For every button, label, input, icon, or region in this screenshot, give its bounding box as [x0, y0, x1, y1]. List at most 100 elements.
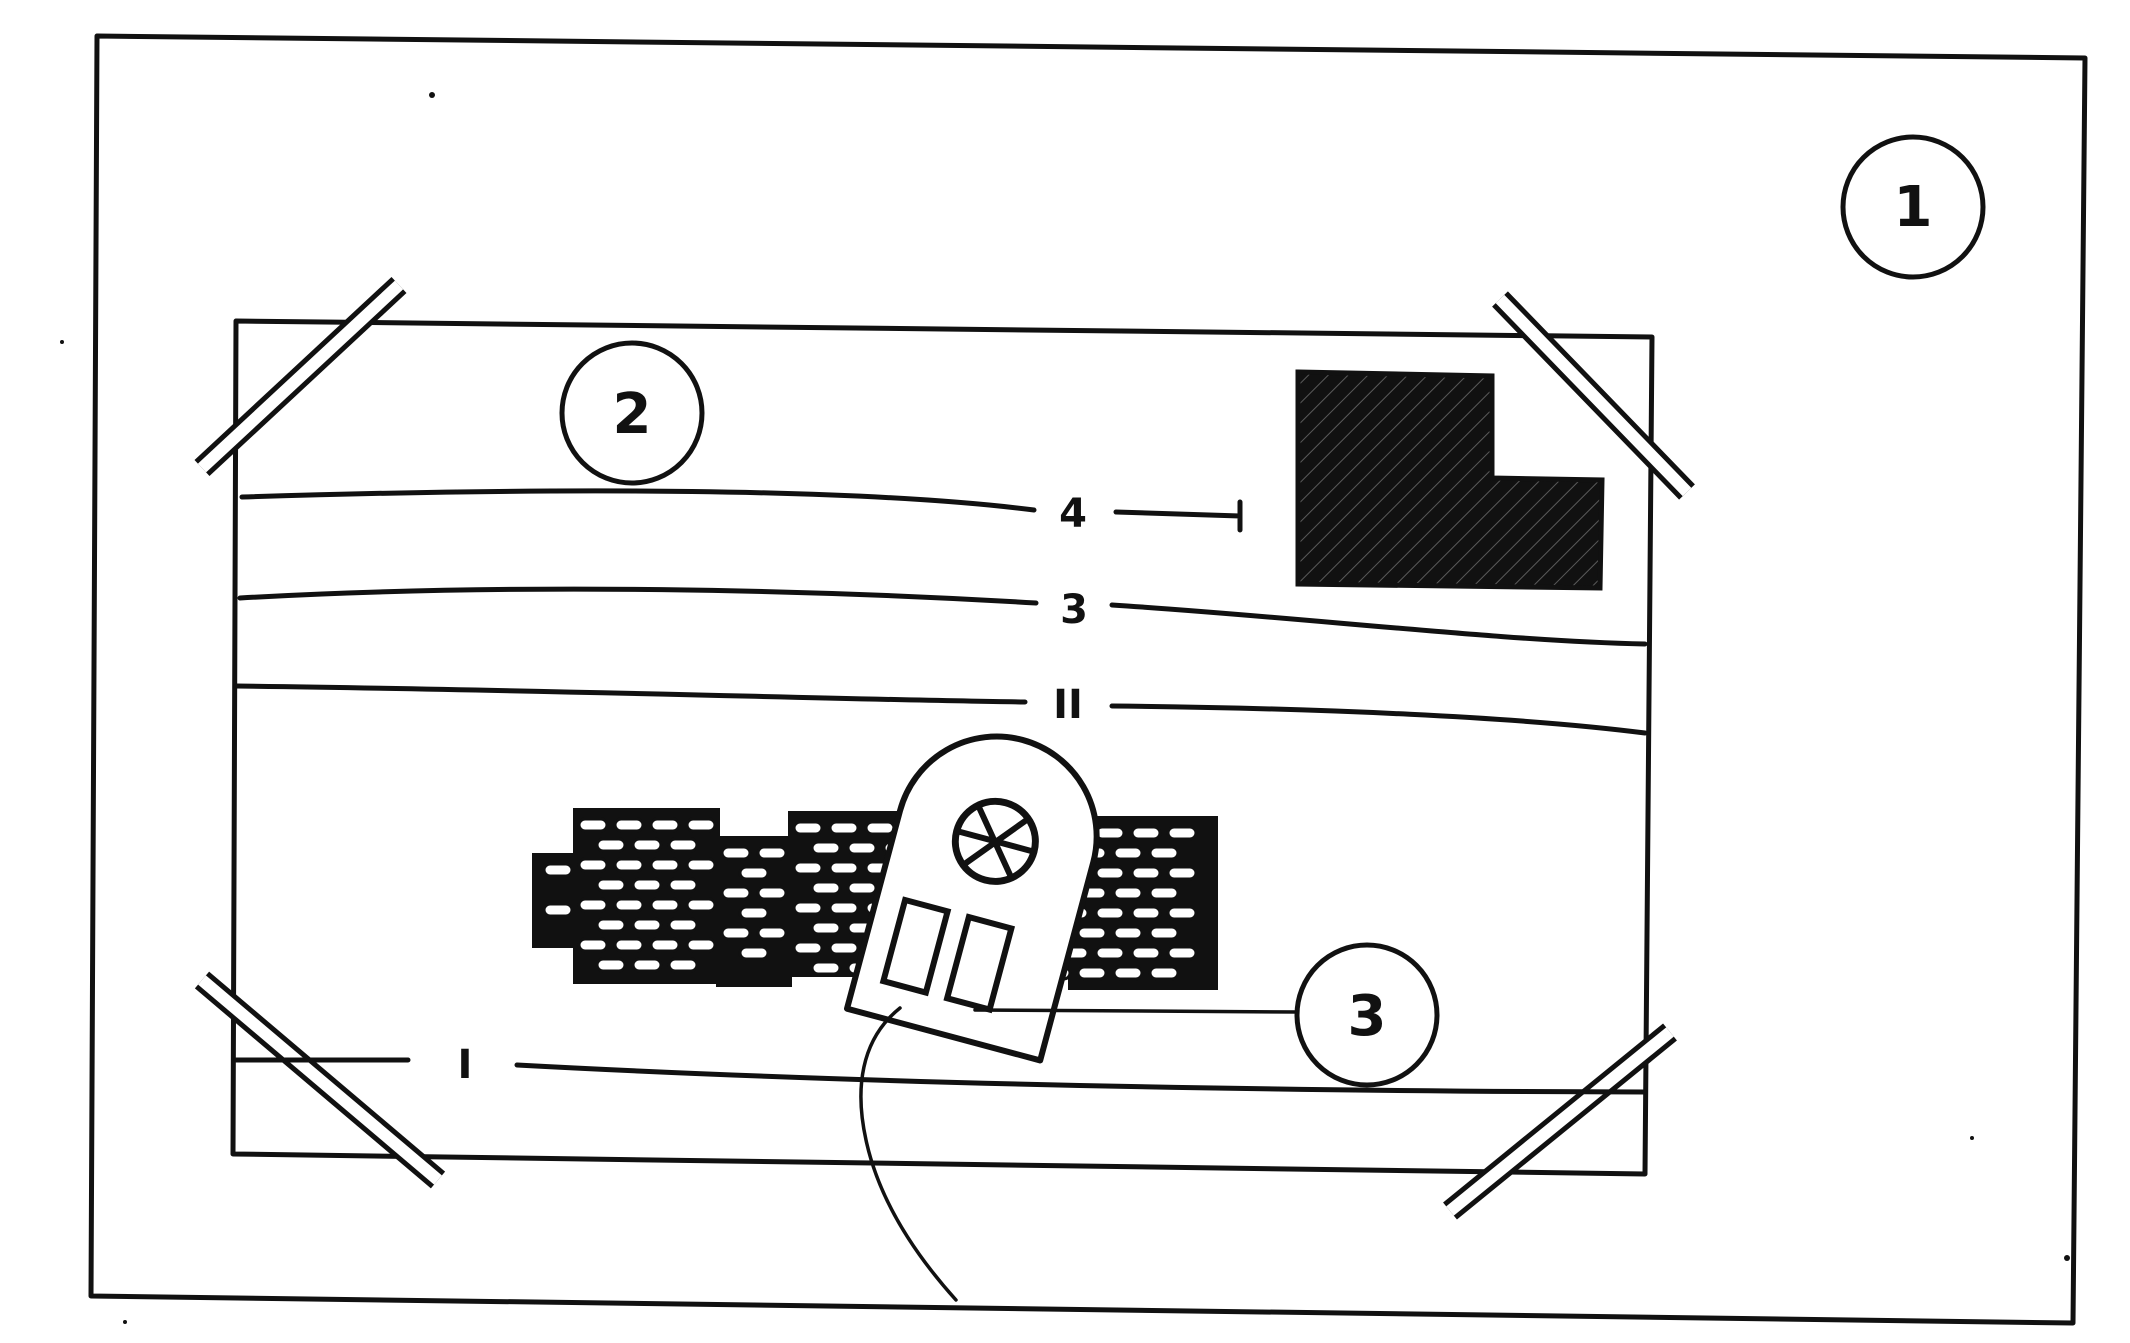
brick — [828, 940, 860, 956]
tape-strip-top-left — [194, 276, 407, 477]
callout-1: 1 — [1840, 134, 1986, 280]
line-I-right — [514, 1062, 1648, 1095]
brick — [1094, 905, 1126, 921]
brick — [595, 837, 627, 853]
brick — [1166, 945, 1198, 961]
brick — [595, 957, 627, 973]
brick — [595, 917, 627, 933]
line-I-label: I — [458, 1042, 473, 1088]
brick — [1148, 845, 1180, 861]
brick — [720, 845, 752, 861]
brick — [613, 937, 645, 953]
probe-cable — [859, 1006, 958, 1302]
brick — [810, 960, 842, 976]
brick — [1112, 925, 1144, 941]
brick — [792, 940, 824, 956]
line-4 — [239, 488, 1037, 513]
svg-text:1: 1 — [1894, 175, 1933, 240]
brick — [1148, 925, 1180, 941]
outer-frame — [88, 33, 2088, 1326]
brick — [685, 857, 717, 873]
brick — [1130, 945, 1162, 961]
brick — [756, 845, 788, 861]
probe-window-right — [943, 913, 1016, 1014]
brick — [542, 862, 574, 878]
brick — [792, 820, 824, 836]
tape-strip-bottom-right — [1443, 1023, 1677, 1220]
brick — [1112, 845, 1144, 861]
brick — [828, 860, 860, 876]
brick — [1094, 945, 1126, 961]
tape-strip-top-right — [1492, 291, 1695, 500]
brick — [577, 937, 609, 953]
line-II — [233, 683, 1028, 705]
brick — [846, 880, 878, 896]
line-3-right — [1109, 602, 1648, 647]
brick — [667, 917, 699, 933]
probe-device — [843, 733, 1100, 1064]
brick — [738, 945, 770, 961]
line-4-marker — [1113, 499, 1243, 533]
brick — [864, 820, 896, 836]
brick — [1076, 925, 1108, 941]
brick — [631, 917, 663, 933]
brick — [846, 840, 878, 856]
brick — [792, 900, 824, 916]
scan-specks — [60, 92, 2070, 1324]
brick — [810, 880, 842, 896]
brick — [631, 877, 663, 893]
brick — [720, 925, 752, 941]
line-II-right — [1109, 703, 1648, 736]
brick — [685, 897, 717, 913]
brick — [613, 817, 645, 833]
brick — [649, 897, 681, 913]
brick — [1130, 865, 1162, 881]
line-3 — [237, 586, 1039, 606]
line-3-label: 3 — [1060, 587, 1088, 633]
brick — [1130, 825, 1162, 841]
brick — [1166, 825, 1198, 841]
brick — [792, 860, 824, 876]
brick — [685, 817, 717, 833]
brick — [738, 865, 770, 881]
brick — [577, 897, 609, 913]
brick — [1112, 965, 1144, 981]
brick — [1130, 905, 1162, 921]
brick — [756, 885, 788, 901]
callout-3: 3 — [1294, 942, 1440, 1088]
brick — [828, 900, 860, 916]
brick — [756, 925, 788, 941]
dark-block — [1295, 369, 1605, 591]
brick — [720, 885, 752, 901]
brick — [810, 920, 842, 936]
callout-2: 2 — [559, 340, 705, 486]
brick — [649, 937, 681, 953]
tape-strip-bottom-left — [194, 971, 446, 1189]
svg-text:3: 3 — [1348, 984, 1387, 1049]
brick — [577, 857, 609, 873]
brick — [595, 877, 627, 893]
brick — [577, 817, 609, 833]
brick — [649, 817, 681, 833]
brick — [667, 877, 699, 893]
brick — [631, 957, 663, 973]
svg-text:2: 2 — [613, 382, 652, 447]
brick — [1166, 865, 1198, 881]
brick — [542, 902, 574, 918]
line-4-label: 4 — [1059, 491, 1087, 537]
probe-window-left — [879, 896, 952, 997]
brick — [1112, 885, 1144, 901]
brick — [613, 897, 645, 913]
brick — [1148, 965, 1180, 981]
brick — [685, 937, 717, 953]
brick — [810, 840, 842, 856]
brick — [1094, 825, 1126, 841]
brick — [1076, 965, 1108, 981]
brick — [1148, 885, 1180, 901]
brick — [667, 837, 699, 853]
callout-3-leader — [973, 1008, 1300, 1014]
line-II-label: II — [1053, 682, 1083, 728]
inner-sheet — [230, 318, 1655, 1177]
brick — [1166, 905, 1198, 921]
